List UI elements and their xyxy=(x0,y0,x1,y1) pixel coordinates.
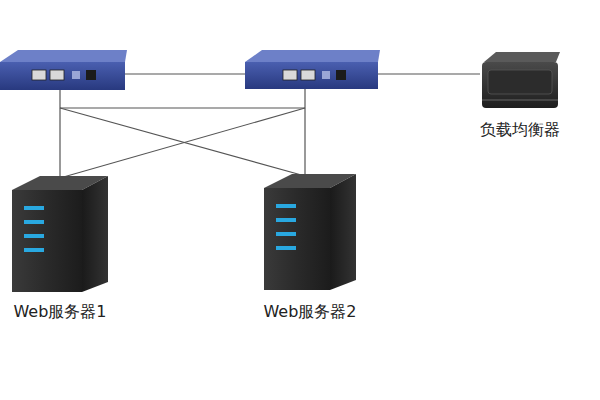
server-label-node: 负载均衡器 xyxy=(480,120,560,139)
load-balancer-icon xyxy=(482,52,560,108)
device-label: Web服务器2 xyxy=(263,302,356,321)
switch-icon xyxy=(0,50,127,90)
wire xyxy=(125,73,245,74)
device-label: 负载均衡器 xyxy=(480,120,560,139)
wire xyxy=(378,73,480,74)
wire xyxy=(60,108,305,178)
wire xyxy=(59,90,60,178)
server-label-node: Web服务器1 xyxy=(13,302,106,321)
device-label: Web服务器1 xyxy=(13,302,106,321)
wire xyxy=(304,88,305,176)
server-label-node: Web服务器2 xyxy=(263,302,356,321)
switch-icon xyxy=(245,50,380,89)
server-icon xyxy=(264,174,356,290)
server-icon xyxy=(12,176,108,292)
wire xyxy=(60,107,305,108)
